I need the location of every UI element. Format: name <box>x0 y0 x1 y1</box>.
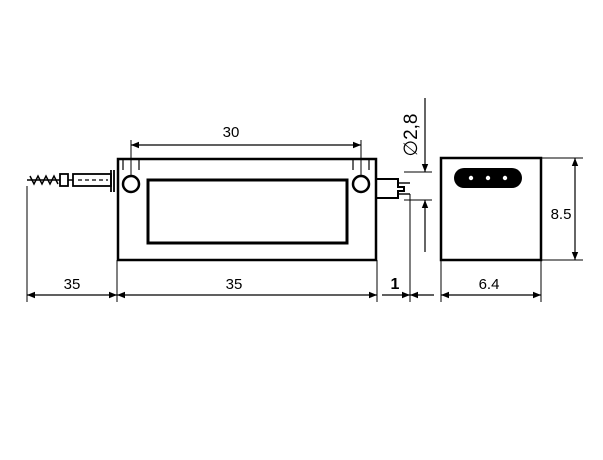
extension-lines <box>26 140 583 302</box>
sensor-body-side <box>439 156 543 262</box>
body-window <box>146 178 349 245</box>
dim-label-30: 30 <box>223 124 240 141</box>
dim-label-body-35: 35 <box>226 276 243 293</box>
dim-label-6-4: 6.4 <box>479 276 500 293</box>
dim-label-diameter-2-8: ∅2,8 <box>401 114 422 157</box>
connector-pin-2 <box>485 175 491 181</box>
dim-label-8-5: 8.5 <box>551 206 572 223</box>
dim-label-lead-35: 35 <box>64 276 81 293</box>
cable-lead <box>27 170 115 192</box>
connector-pin-1 <box>468 175 474 181</box>
mounting-flange <box>376 178 410 199</box>
connector-pin-3 <box>502 175 508 181</box>
dimension-lines <box>27 98 579 299</box>
sensor-body-front <box>116 157 378 262</box>
dim-label-gap-1: 1 <box>391 276 400 293</box>
